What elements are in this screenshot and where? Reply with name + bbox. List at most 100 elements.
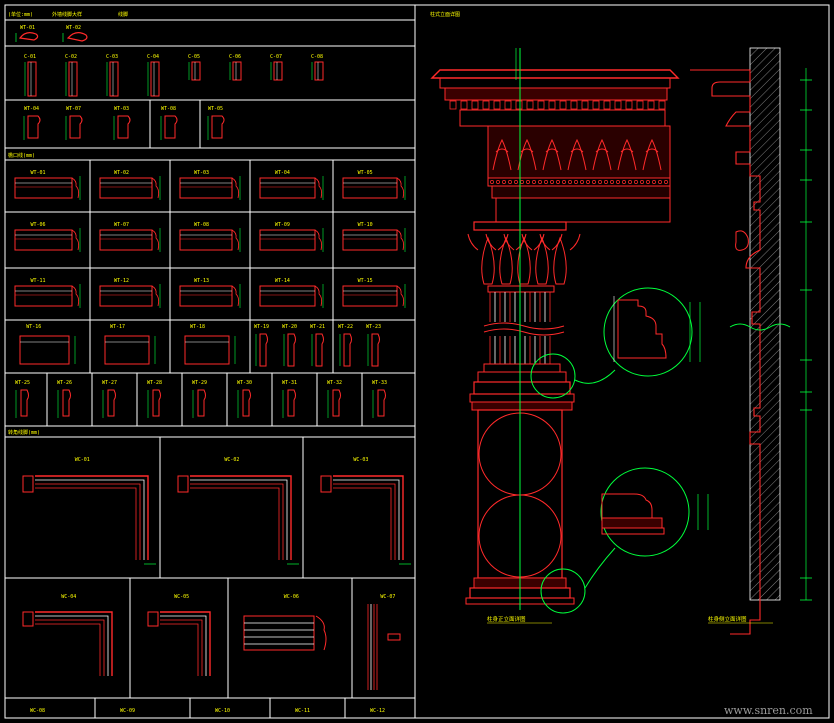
profile-shape — [343, 333, 352, 367]
cornice-label: WT-16 — [26, 324, 41, 330]
cornice-profile — [179, 177, 233, 199]
dentil — [537, 100, 545, 110]
profile-shape — [107, 389, 116, 417]
watermark: www.snren.com — [724, 704, 813, 717]
profile-shape — [377, 389, 386, 417]
row1-profiles: WT-01 WT-02 — [15, 25, 88, 42]
corner-moulding — [35, 483, 141, 560]
profile-shape — [371, 333, 380, 367]
shaft-fluting-lower — [489, 336, 551, 364]
corner-moulding — [35, 487, 137, 560]
corner-moulding — [333, 479, 400, 560]
dentil — [526, 100, 534, 110]
corner-label: WC-03 — [353, 457, 368, 463]
caption-side: 柱身侧立面详图 — [708, 615, 747, 623]
row2-label: C-08 — [311, 54, 323, 60]
cornice-label: WT-32 — [327, 380, 342, 386]
cornice-label: WT-06 — [31, 222, 46, 228]
row1-label: WT-02 — [66, 25, 81, 31]
sheet-frame — [4, 4, 830, 719]
detail-bubble-1 — [613, 296, 701, 362]
cornice-label: WT-08 — [194, 222, 209, 228]
corner-moulding — [160, 611, 211, 676]
bottom-label: WC-10 — [215, 708, 230, 714]
row2-label: C-02 — [65, 54, 77, 60]
cornice-label: WT-19 — [254, 324, 269, 330]
profile-shape — [332, 389, 341, 417]
cornice-label: WT-15 — [358, 278, 373, 284]
profile-shape — [20, 389, 29, 417]
cornice-profile — [184, 335, 230, 365]
corner-moulding — [35, 615, 109, 676]
cornice-profile — [104, 335, 150, 365]
corner-moulding — [35, 611, 113, 676]
corner-moulding — [333, 475, 404, 560]
row3-label: WT-08 — [161, 106, 176, 112]
corner-moulding — [160, 623, 199, 676]
dentil — [581, 100, 589, 110]
corner-label: WC-04 — [61, 594, 76, 600]
column-side-section: 柱身侧立面详图 — [690, 47, 812, 635]
corinthian-capital — [467, 233, 581, 285]
row2-label: C-07 — [270, 54, 282, 60]
dentil — [493, 100, 501, 110]
cornice-label: WT-09 — [275, 222, 290, 228]
corner-moulding — [190, 487, 280, 560]
frieze-motif — [542, 138, 562, 171]
header-moulding: 外墙线脚大样 — [52, 11, 82, 18]
cornice-profile — [99, 285, 153, 307]
cornice-profile — [14, 177, 73, 199]
acanthus-leaf — [467, 233, 509, 285]
corner-moulding — [35, 475, 149, 560]
cornice-profile — [259, 285, 316, 307]
row3-label: WT-04 — [24, 106, 39, 112]
cornice-label: WT-25 — [15, 380, 30, 386]
profile-shape — [314, 61, 324, 81]
profile-shape — [211, 115, 225, 139]
profile-shape — [152, 389, 161, 417]
profile-shape — [191, 61, 201, 81]
corner-moulding — [35, 623, 101, 676]
acanthus-leaf — [503, 233, 545, 285]
header-section3: 转角线脚(mm) — [8, 429, 40, 436]
cornice-label: WT-13 — [194, 278, 209, 284]
cornice-label: WT-11 — [31, 278, 46, 284]
cornice-profile — [99, 229, 153, 251]
caption-front: 柱身正立面详图 — [487, 615, 526, 623]
row2-label: C-06 — [229, 54, 241, 60]
profile-shape — [232, 61, 242, 81]
corner-label: WC-01 — [75, 457, 90, 463]
cornice-label: WT-12 — [114, 278, 129, 284]
profile-shape — [69, 115, 83, 139]
header-section2: 檐口线(mm) — [8, 152, 35, 159]
profile-shape — [27, 61, 37, 97]
dentil — [614, 100, 622, 110]
dentil — [504, 100, 512, 110]
cornice-label: WT-27 — [102, 380, 117, 386]
frieze-motif — [642, 138, 662, 171]
corner-moulding — [160, 619, 203, 676]
cornice-label: WT-01 — [31, 170, 46, 176]
cornice-label: WT-29 — [192, 380, 207, 386]
cornice-label: WT-14 — [275, 278, 290, 284]
column-front-elevation: 柱身正立面详图 — [430, 48, 709, 624]
dentil — [658, 100, 666, 110]
profile-shape — [27, 115, 41, 139]
frieze-motif — [617, 138, 637, 171]
cornice-label: WT-31 — [282, 380, 297, 386]
dentil — [559, 100, 567, 110]
row3-label: WT-03 — [114, 106, 129, 112]
bottom-label: WC-12 — [370, 708, 385, 714]
dentil — [471, 100, 479, 110]
corner-moulding — [190, 475, 292, 560]
side-dimension-ticks — [800, 79, 812, 601]
dentil — [515, 100, 523, 110]
cornice-profile — [342, 285, 398, 307]
cornice-profile — [342, 229, 398, 251]
profile-shape — [68, 61, 78, 97]
dentil — [647, 100, 655, 110]
